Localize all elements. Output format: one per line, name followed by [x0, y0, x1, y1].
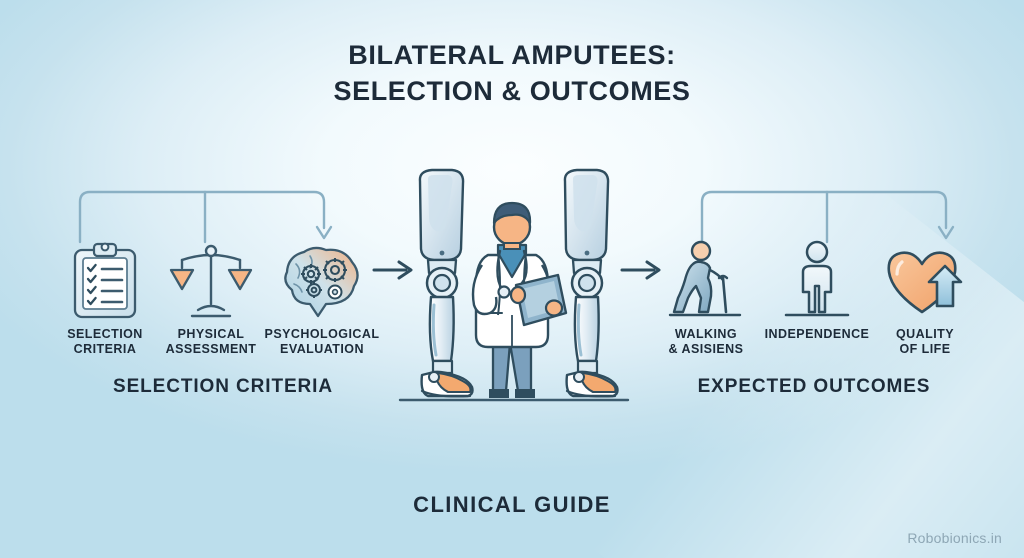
prosthetic-leg-right — [563, 168, 619, 398]
item-independence: INDEPENDENCE — [752, 228, 882, 342]
item-psychological-evaluation: PSYCHOLOGICAL EVALUATION — [257, 228, 387, 358]
section-header-expected-outcomes: EXPECTED OUTCOMES — [697, 376, 931, 397]
balance-scales-icon — [146, 228, 276, 320]
clinician-figure — [471, 201, 568, 398]
item-physical-assessment: PHYSICAL ASSESSMENT — [146, 228, 276, 358]
item-label: INDEPENDENCE — [764, 327, 870, 341]
item-label: QUALITY OF LIFE — [895, 327, 954, 357]
brain-gears-icon — [257, 228, 387, 320]
clinician-prosthetic-legs-illustration — [398, 165, 630, 407]
item-label: PSYCHOLOGICAL EVALUATION — [264, 327, 380, 357]
standing-person-icon — [752, 228, 882, 320]
prosthetic-leg-left — [418, 168, 474, 398]
heart-up-arrow-icon — [860, 228, 990, 320]
section-header-selection-criteria: SELECTION CRITERIA — [113, 376, 333, 397]
page-title-line-1: BILATERAL AMPUTEES: — [348, 40, 676, 70]
walking-person-cane-icon — [641, 228, 771, 320]
item-quality-of-life: QUALITY OF LIFE — [860, 228, 990, 358]
clipboard-checklist-icon — [40, 228, 170, 320]
item-walking-assistance: WALKING & ASISIENS — [641, 228, 771, 358]
watermark: Robobionics.in — [907, 530, 1002, 546]
item-label: WALKING & ASISIENS — [668, 327, 744, 357]
page-title: BILATERAL AMPUTEES: SELECTION & OUTCOMES — [0, 38, 1024, 109]
bottom-caption: CLINICAL GUIDE — [413, 492, 611, 517]
item-label: PHYSICAL ASSESSMENT — [165, 327, 257, 357]
item-label: SELECTION CRITERIA — [67, 327, 143, 357]
page-title-line-2: SELECTION & OUTCOMES — [333, 75, 691, 106]
item-selection-criteria: SELECTION CRITERIA — [40, 228, 170, 358]
